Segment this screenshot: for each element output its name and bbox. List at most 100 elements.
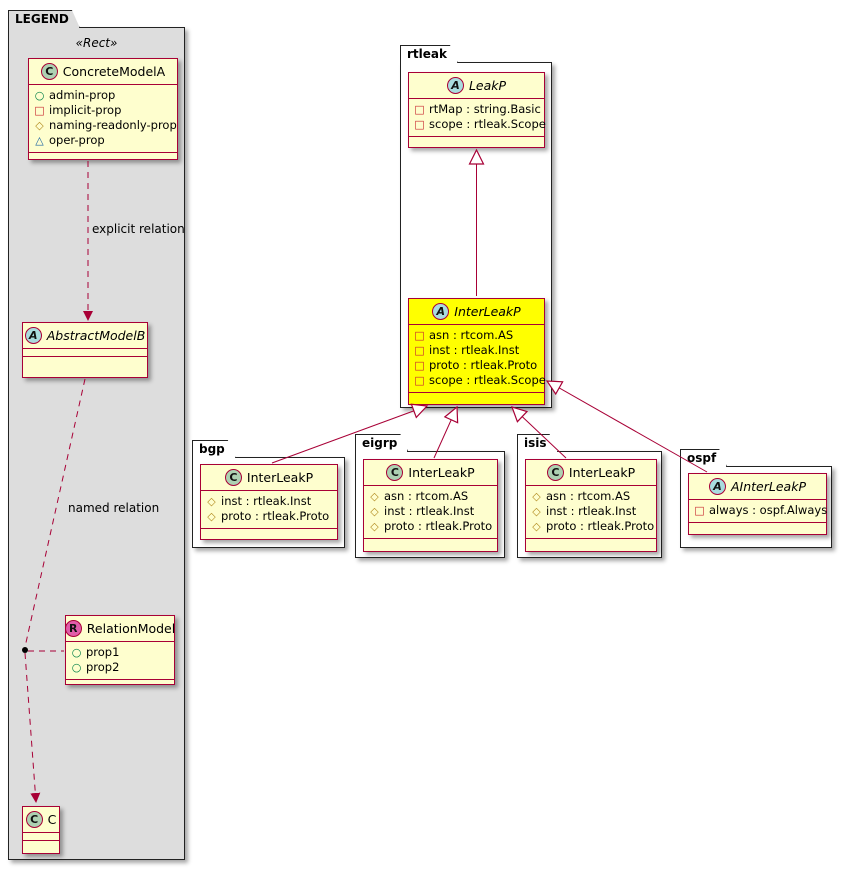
field-text: inst : rtleak.Inst [384, 504, 475, 518]
class-rtleak-interleakp: A InterLeakP asn : rtcom.AS inst : rtlea… [408, 298, 546, 405]
class-name: AInterLeakP [731, 479, 806, 494]
field-text: prop2 [86, 660, 120, 674]
class-name: C [47, 812, 57, 827]
field-text: asn : rtcom.AS [384, 489, 469, 503]
field-square-icon [414, 345, 425, 356]
field-diamond-icon [531, 521, 542, 532]
class-header: C InterLeakP [364, 460, 497, 486]
field-row: admin-prop [34, 88, 172, 103]
field-text: prop1 [86, 645, 120, 659]
class-header: R RelationModel [64, 616, 176, 642]
field-row: asn : rtcom.AS [531, 489, 651, 504]
fields-compartment: inst : rtleak.Inst proto : rtleak.Proto [201, 491, 337, 529]
class-abstract-model-b: A AbstractModelB [22, 322, 148, 378]
field-row: asn : rtcom.AS [369, 489, 492, 504]
class-spot-icon: C [224, 469, 242, 486]
class-bgp-interleakp: C InterLeakP inst : rtleak.Inst proto : … [200, 464, 338, 540]
class-name: InterLeakP [246, 470, 314, 485]
class-name: RelationModel [86, 621, 176, 636]
field-row: prop1 [71, 645, 169, 660]
class-header: A AInterLeakP [689, 474, 826, 500]
class-ospf-ainterleakp: A AInterLeakP always : ospf.Always [688, 473, 827, 535]
class-isis-interleakp: C InterLeakP asn : rtcom.AS inst : rtlea… [525, 459, 657, 552]
field-text: scope : rtleak.Scope [429, 373, 546, 387]
bgp-package-tab: bgp [192, 440, 236, 458]
class-spot-icon: C [25, 811, 43, 828]
abstract-spot-icon: A [446, 77, 464, 94]
field-text: proto : rtleak.Proto [546, 519, 655, 533]
field-square-icon [414, 119, 425, 130]
field-square-icon [414, 375, 425, 386]
class-name: InterLeakP [408, 465, 475, 480]
field-text: asn : rtcom.AS [546, 489, 631, 503]
class-eigrp-interleakp: C InterLeakP asn : rtcom.AS inst : rtlea… [363, 459, 498, 552]
field-text: always : ospf.Always [709, 503, 828, 517]
class-concrete-model-a: C ConcreteModelA admin-prop implicit-pro… [28, 58, 178, 160]
field-text: asn : rtcom.AS [429, 328, 514, 342]
field-diamond-icon [206, 496, 217, 507]
class-header: C InterLeakP [526, 460, 656, 486]
field-text: proto : rtleak.Proto [221, 509, 330, 523]
field-triangle-icon [34, 135, 45, 146]
abstract-spot-icon: A [709, 478, 726, 495]
field-text: admin-prop [49, 88, 116, 102]
field-text: inst : rtleak.Inst [221, 494, 312, 508]
fields-compartment: asn : rtcom.AS inst : rtleak.Inst proto … [409, 325, 546, 393]
methods-compartment-empty [689, 523, 826, 534]
class-rtleak-leakp: A LeakP rtMap : string.Basic scope : rtl… [408, 72, 546, 148]
fields-compartment: asn : rtcom.AS inst : rtleak.Inst proto … [526, 486, 656, 539]
legend-package-tab: LEGEND [8, 10, 80, 28]
class-spot-icon: C [40, 63, 58, 80]
field-diamond-icon [369, 521, 380, 532]
field-row: inst : rtleak.Inst [206, 494, 332, 509]
isis-package-tab: isis [517, 434, 558, 452]
field-row: asn : rtcom.AS [414, 328, 539, 343]
field-row: always : ospf.Always [694, 503, 827, 518]
class-name: AbstractModelB [46, 328, 146, 343]
field-row: implicit-prop [34, 103, 172, 118]
field-square-icon [414, 360, 425, 371]
methods-compartment-empty [23, 357, 147, 377]
class-name: InterLeakP [568, 465, 636, 480]
field-diamond-icon [369, 506, 380, 517]
field-row: proto : rtleak.Proto [531, 519, 655, 534]
methods-compartment-empty [201, 529, 337, 539]
field-row: scope : rtleak.Scope [414, 373, 546, 388]
methods-compartment-empty [409, 393, 544, 404]
class-header: A InterLeakP [409, 299, 544, 325]
abstract-spot-icon: A [24, 327, 42, 344]
field-row: naming-readonly-prop [34, 118, 177, 133]
field-square-icon [414, 330, 425, 341]
field-row: rtMap : string.Basic [414, 102, 541, 117]
methods-compartment-empty [23, 841, 59, 853]
field-row: inst : rtleak.Inst [369, 504, 492, 519]
field-text: proto : rtleak.Proto [429, 358, 538, 372]
class-name: LeakP [468, 78, 507, 93]
fields-compartment-empty [23, 349, 147, 357]
field-row: oper-prop [34, 133, 172, 148]
methods-compartment-empty [409, 137, 544, 147]
class-header: C C [23, 807, 59, 833]
fields-compartment: always : ospf.Always [689, 500, 827, 523]
class-name: ConcreteModelA [62, 64, 166, 79]
methods-compartment-empty [29, 153, 177, 160]
field-diamond-icon [531, 491, 542, 502]
eigrp-package-tab: eigrp [355, 434, 408, 452]
legend-stereotype: «Rect» [75, 36, 118, 50]
class-header: A AbstractModelB [23, 323, 147, 349]
methods-compartment-empty [364, 539, 497, 551]
class-spot-icon: C [546, 464, 564, 481]
fields-compartment: asn : rtcom.AS inst : rtleak.Inst proto … [364, 486, 497, 539]
fields-compartment-empty [23, 833, 59, 841]
field-row: inst : rtleak.Inst [531, 504, 651, 519]
class-c: C C [22, 806, 60, 854]
field-text: naming-readonly-prop [49, 118, 177, 132]
field-diamond-icon [369, 491, 380, 502]
field-text: rtMap : string.Basic [429, 102, 541, 116]
class-name: InterLeakP [454, 304, 521, 319]
rtleak-package-tab: rtleak [400, 45, 458, 63]
field-square-icon [414, 104, 425, 115]
field-row: inst : rtleak.Inst [414, 343, 539, 358]
relation-spot-icon: R [64, 620, 82, 637]
